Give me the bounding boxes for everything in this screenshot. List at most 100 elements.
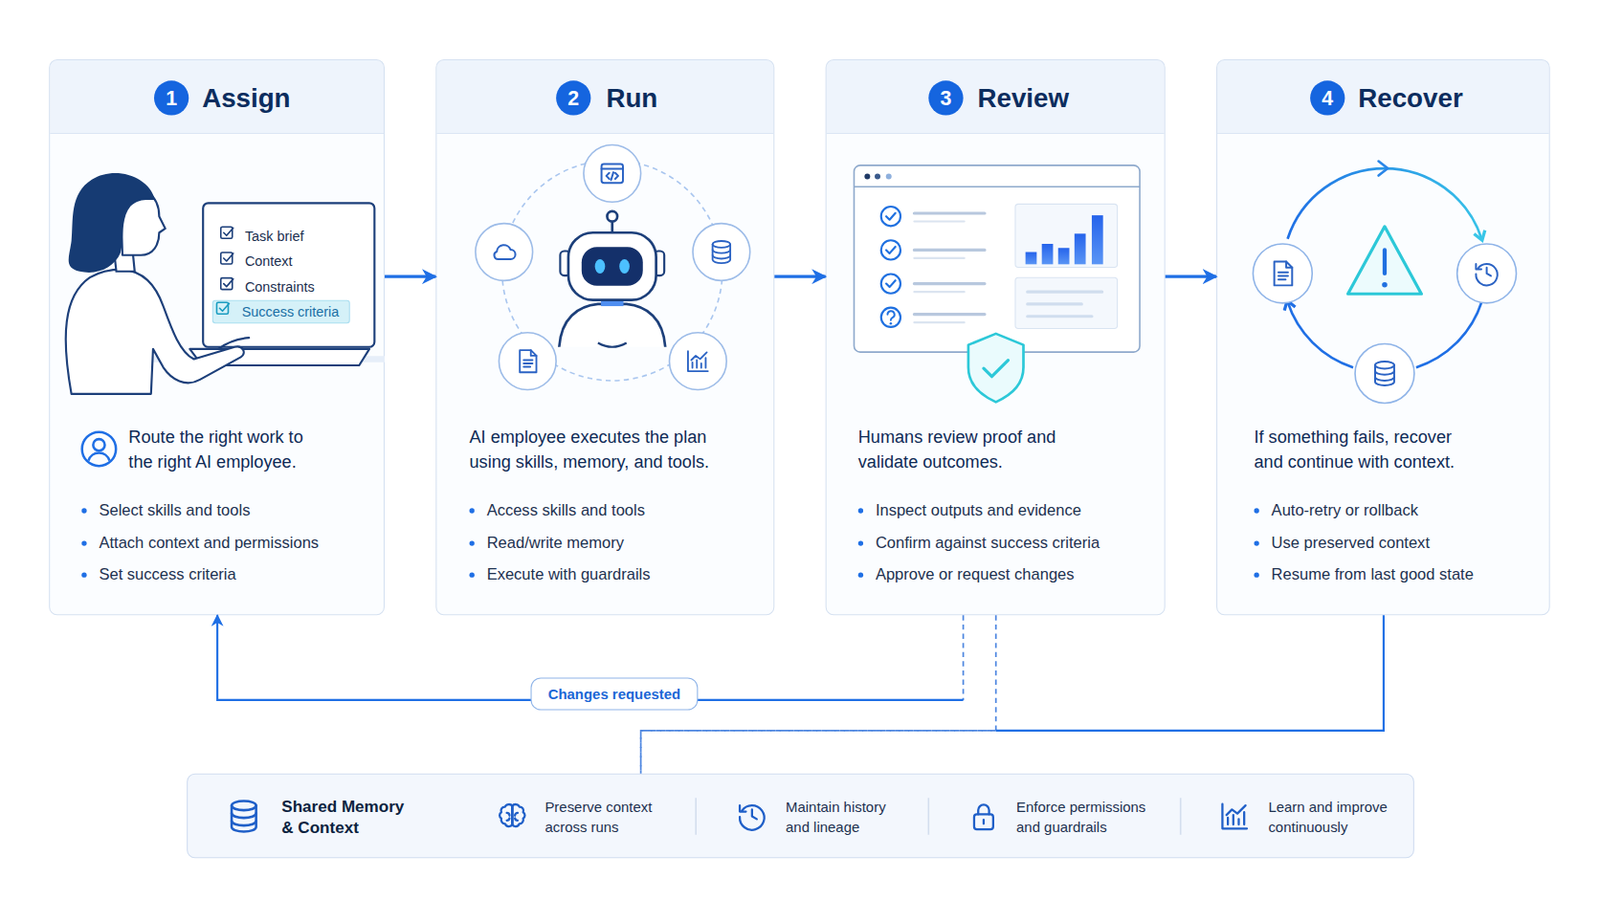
lock-icon [974,804,994,830]
connector-line [384,275,436,279]
database-icon [1375,361,1395,386]
check-circle [881,206,901,226]
robot-neck [600,295,623,307]
cycle-arc [1288,302,1354,368]
detail-panel [1015,277,1118,329]
list-line [913,222,964,324]
laptop-base [189,349,370,366]
person-face [120,186,166,255]
person-body [66,269,245,395]
connector-line [774,275,825,279]
band-item: Preserve context across runs [544,798,666,838]
review-illustration [853,165,1140,403]
flow-connector [1165,276,1217,278]
tool-circles [475,144,751,390]
detail-lines [1027,291,1103,317]
bullet-item: Access skills and tools [487,500,645,521]
window-dot [864,174,870,180]
flow-connector [641,615,1384,774]
database-icon [231,801,257,833]
bullet-item: Execute with guardrails [487,564,651,585]
bullet-item: Inspect outputs and evidence [875,500,1082,521]
band-item: Maintain history and lineage [785,798,900,838]
checkbox-icon [221,252,234,265]
history-icon [739,805,765,831]
step-title: Assign [201,82,290,113]
checkbox-icon [216,302,229,314]
connector-line [996,615,1384,732]
robot-eye [619,259,630,274]
step-summary: If something fails, recover and continue… [1253,425,1470,475]
step-title: Run [605,82,658,113]
pointing-finger [218,337,249,350]
robot-ear [559,250,571,276]
person-icon [82,432,116,467]
step-number-text: 4 [1310,80,1345,115]
bullet-item: Resume from last good state [1271,564,1474,585]
bullet-item: Confirm against success criteria [875,533,1100,554]
database-icon [712,241,731,264]
cycle-arc [1288,168,1483,240]
dashed-connector-line [641,731,997,775]
robot-antenna [610,218,614,234]
robot-antenna-ball [606,211,618,223]
connector-line [217,615,963,701]
window-dot [874,174,881,180]
person-neck [113,250,134,271]
step-card: Recover If something fails, recover and c… [1216,59,1551,616]
robot-body [558,304,666,348]
document-icon [519,350,536,373]
step-summary: Humans review proof and validate outcome… [858,425,1078,475]
warning-dot [1381,282,1388,289]
brain-icon [499,804,525,827]
cycle-arc [1416,302,1482,368]
person-hair [68,173,156,273]
checklist-item: Task brief [244,227,305,246]
checkbox-icon [221,226,234,239]
cycle-circle [1252,244,1312,304]
bullet-item: Approve or request changes [875,564,1075,585]
step-card: ReviewHumans review proof and validate o… [825,59,1166,616]
step-number-text: 3 [928,80,963,115]
step-summary: Route the right work to the right AI emp… [128,425,317,475]
cycle-circle [1457,244,1517,304]
step-title: Review [977,82,1070,113]
bullet-item: Use preserved context [1271,533,1430,554]
band-icons [231,801,1247,833]
band-dividers [695,798,1180,835]
bullet-item: Select skills and tools [98,500,250,521]
bar [1025,252,1038,266]
checkbox-icons [216,226,233,314]
dashed-connector-line [641,615,997,774]
dashed-connector-line [962,615,965,701]
orbit-ring [502,160,723,381]
checklist-item-highlight: Success criteria [212,300,351,325]
desk-shadow [153,355,385,362]
check-mark [886,246,896,254]
band-item: Learn and improve continuously [1267,798,1396,838]
step-title: Recover [1357,82,1463,113]
history-icon [1475,264,1497,286]
band-item: Enforce permissions and guardrails [1016,798,1157,838]
recover-illustration [1252,161,1516,404]
step-number-text: 2 [555,80,591,115]
flow-connector [217,615,963,701]
robot-ear [653,250,665,276]
flow-connector [774,276,825,278]
tool-circle [668,333,727,391]
run-illustration [475,144,751,390]
step-card: RunAI employee executes the plan using s… [435,59,775,616]
code-icon [601,163,623,183]
bar [1058,247,1070,265]
check-circle [881,273,901,293]
cycle-icons [1274,261,1498,385]
band-title: Shared Memory & Context [281,797,415,839]
check-mark [886,213,896,221]
flow-connector [384,276,436,278]
chart-panel [1015,203,1118,267]
question-mark [887,311,894,320]
checklist-item: Constraints [244,278,315,297]
bar [1091,215,1104,265]
step-number: 1 [154,80,189,115]
